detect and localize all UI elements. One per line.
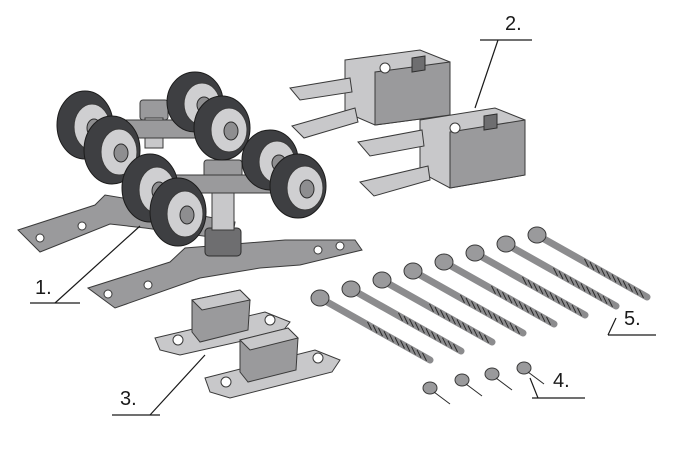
callout-label-3: 3. [120, 388, 137, 410]
callout-4: 4. [529, 370, 585, 399]
callout-label-4: 4. [553, 370, 570, 392]
guide-bracket [357, 107, 526, 197]
wheel [193, 95, 251, 161]
wheel [269, 153, 327, 219]
callout-1: 1. [30, 225, 141, 304]
guide-bracket [289, 49, 451, 139]
callout-5: 5. [607, 308, 656, 336]
callout-label-2: 2. [505, 13, 522, 35]
callout-3: 3. [112, 354, 206, 416]
wheel [149, 177, 207, 247]
long-screw [341, 280, 465, 355]
small-screw [454, 373, 483, 397]
floor-guide-set [154, 289, 341, 399]
long-screw-set [310, 226, 651, 364]
guide-bracket-set [289, 49, 526, 197]
callout-2: 2. [474, 13, 532, 109]
long-screw [434, 253, 558, 328]
small-screw-set [422, 361, 545, 405]
long-screw [310, 289, 434, 364]
small-screw [484, 367, 513, 391]
long-screw [403, 262, 527, 337]
callout-label-5: 5. [624, 308, 641, 330]
long-screw [527, 226, 651, 301]
wheel [83, 115, 141, 185]
long-screw [496, 235, 620, 310]
floor-guide [204, 327, 341, 399]
long-screw [465, 244, 589, 319]
roller-trolley-assembly [17, 71, 363, 309]
small-screw [422, 381, 451, 405]
long-screw [372, 271, 496, 346]
callout-label-1: 1. [35, 277, 52, 299]
small-screw [516, 361, 545, 385]
